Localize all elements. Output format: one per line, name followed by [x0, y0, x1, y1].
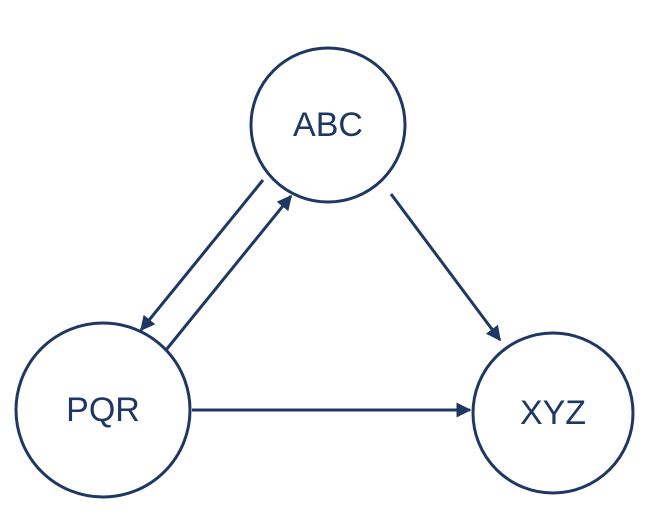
nodes-layer: ABC PQR XYZ — [14, 46, 635, 499]
node-abc: ABC — [249, 46, 407, 204]
edge-pqr-to-abc — [164, 194, 293, 351]
node-abc-label: ABC — [293, 106, 363, 144]
node-xyz-label: XYZ — [520, 394, 586, 432]
edges-layer — [139, 179, 502, 418]
node-pqr-label: PQR — [66, 391, 140, 429]
node-xyz: XYZ — [471, 331, 635, 495]
node-abc-circle — [249, 46, 407, 204]
edge-abc-to-xyz — [389, 193, 502, 342]
node-xyz-circle — [471, 331, 635, 495]
edge-abc-to-pqr — [139, 179, 265, 332]
node-pqr: PQR — [14, 321, 192, 499]
node-pqr-circle — [14, 321, 192, 499]
